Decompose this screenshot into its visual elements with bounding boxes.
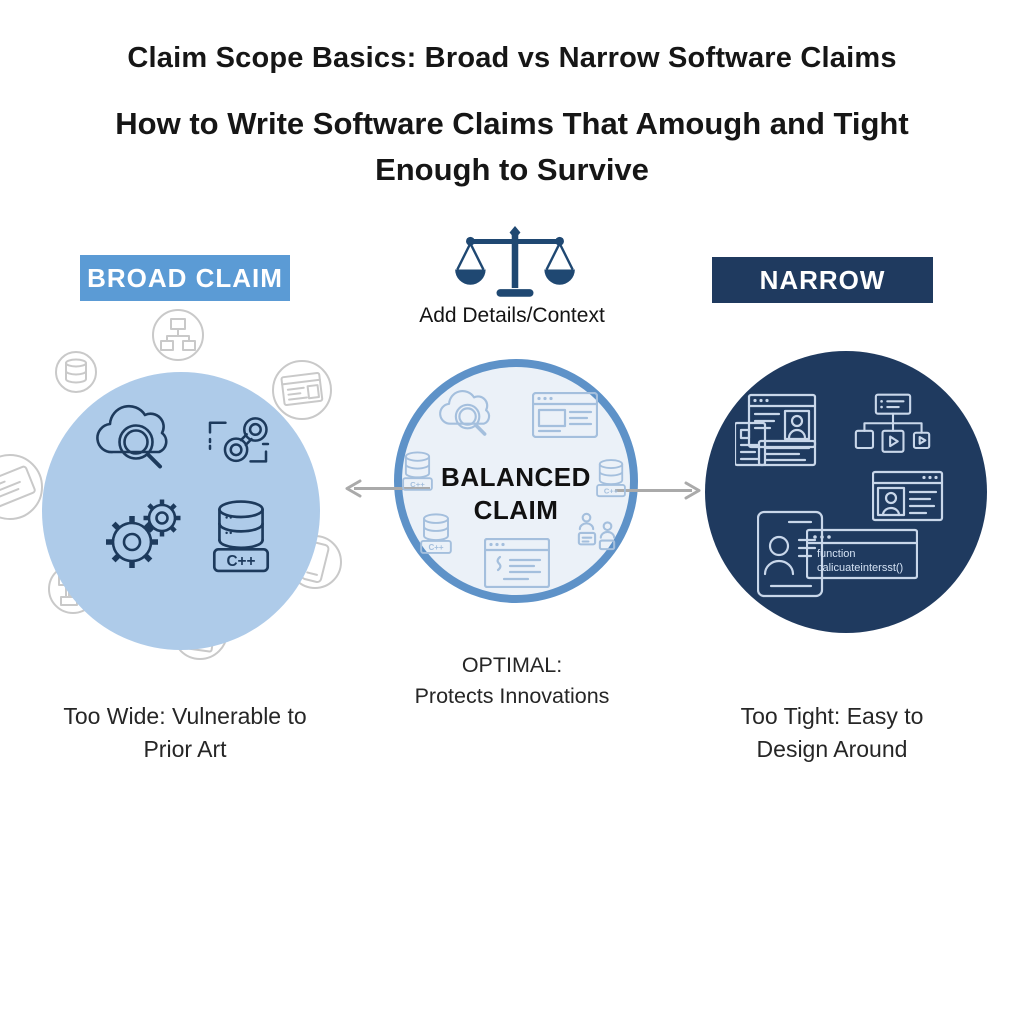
cloud-search-icon — [439, 390, 491, 436]
broad-claim-header: BROAD CLAIM — [80, 255, 290, 301]
database-icon — [55, 351, 97, 393]
broad-caption: Too Wide: Vulnerable to Prior Art — [35, 700, 335, 766]
balanced-caption-line-2: Protects Innovations — [414, 684, 610, 708]
cloud-search-icon — [96, 404, 168, 469]
function-code-icon: function calicuateintersst() — [806, 528, 918, 580]
balanced-claim-title: BALANCED CLAIM — [394, 461, 638, 527]
broad-claim-circle — [42, 372, 320, 650]
cpp-label: C++ — [226, 553, 255, 570]
broad-caption-line-1: Too Wide: Vulnerable to — [63, 703, 307, 729]
profile-browser-icon — [872, 470, 944, 522]
broad-caption-line-2: Prior Art — [143, 736, 227, 762]
code-window-icon — [484, 538, 550, 588]
browser-window-icon — [272, 360, 332, 420]
flowchart-icon — [152, 309, 204, 361]
narrow-claim-header: NARROW CLAIM — [712, 257, 933, 341]
page-subtitle: How to Write Software Claims That Amough… — [0, 101, 1024, 193]
chain-link-icon — [208, 417, 270, 463]
code-line-2: calicuateintersst() — [817, 562, 903, 574]
cpp-label: C++ — [428, 543, 443, 552]
balanced-caption: OPTIMAL: Protects Innovations — [362, 650, 662, 712]
arrow-left-icon — [345, 479, 430, 498]
cpp-label: C++ — [410, 480, 425, 489]
document-icon — [0, 454, 43, 520]
team-icon — [577, 512, 616, 551]
balanced-caption-line-1: OPTIMAL: — [461, 653, 563, 677]
narrow-caption-line-2: Design Around — [756, 736, 908, 762]
database-cpp-icon: C++ — [402, 451, 433, 491]
arrow-right-icon — [615, 481, 701, 500]
balanced-title-line-2: CLAIM — [473, 495, 559, 525]
database-cpp-icon: C++ — [596, 459, 626, 498]
gears-icon — [106, 499, 181, 568]
narrow-caption: Too Tight: Easy to Design Around — [682, 700, 982, 766]
balance-scale-icon — [455, 226, 575, 297]
subtitle-line-2: Enough to Survive — [375, 152, 649, 187]
balanced-title-line-1: BALANCED — [441, 462, 591, 492]
cpp-label: C++ — [604, 487, 619, 496]
scale-caption: Add Details/Context — [419, 304, 605, 327]
org-chart-icon — [854, 393, 931, 453]
profile-browser-icon — [735, 393, 817, 467]
page-title: Claim Scope Basics: Broad vs Narrow Soft… — [127, 42, 897, 74]
narrow-caption-line-1: Too Tight: Easy to — [740, 703, 924, 729]
subtitle-line-1: How to Write Software Claims That Amough… — [115, 106, 909, 141]
browser-window-icon — [532, 392, 598, 438]
code-line-1: function — [817, 548, 856, 560]
narrow-claim-circle — [705, 351, 987, 633]
database-cpp-icon: C++ — [212, 500, 270, 573]
database-cpp-icon: C++ — [420, 513, 452, 554]
